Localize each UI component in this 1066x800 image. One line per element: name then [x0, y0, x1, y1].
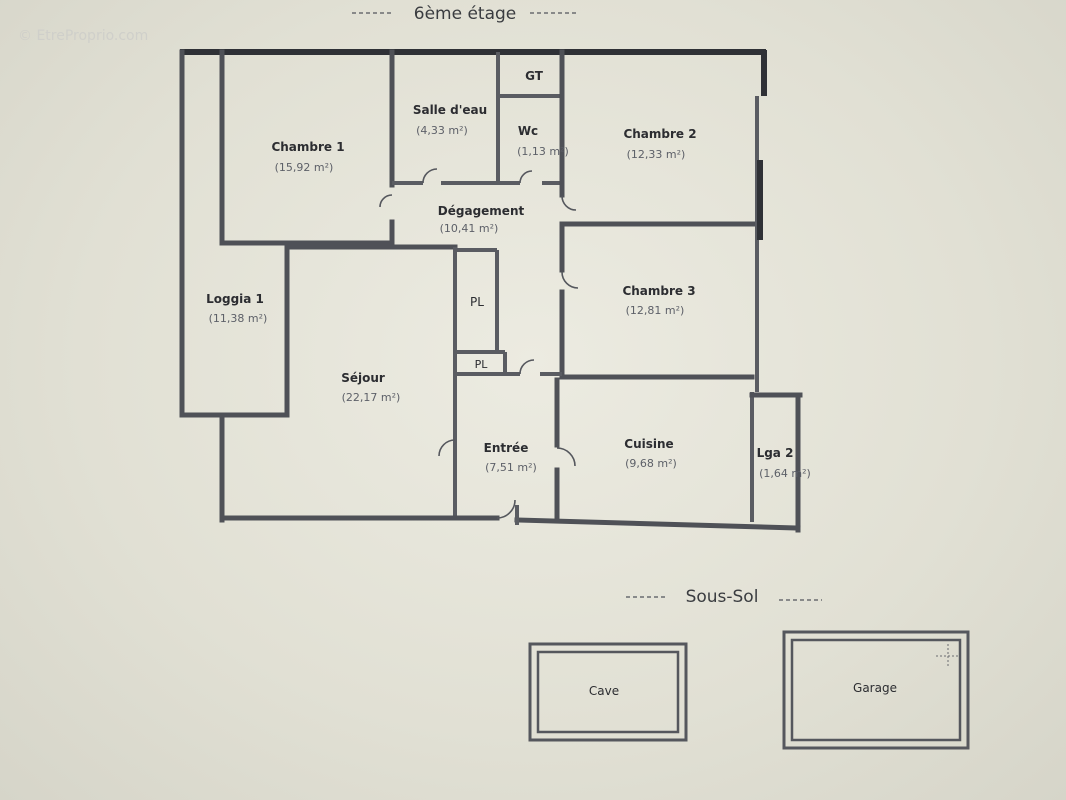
watermark-text: © EtreProprio.com [18, 28, 148, 44]
degagement-name: Dégagement [438, 204, 525, 218]
walls [179, 49, 803, 533]
pl-bottom-name: PL [475, 358, 489, 371]
door-cuisine [556, 447, 576, 467]
chambre2-area: (12,33 m²) [627, 148, 686, 161]
door-chambre2 [561, 195, 577, 211]
cave-name: Cave [589, 684, 619, 698]
garage-outer-wall [782, 630, 970, 750]
loggia1-area: (11,38 m²) [209, 312, 268, 325]
salle-deau-area: (4,33 m²) [416, 124, 468, 137]
chambre3-area: (12,81 m²) [626, 304, 685, 317]
garage-room: Garage [782, 630, 970, 750]
cave-room: Cave [528, 642, 688, 742]
door-pl [519, 359, 535, 375]
doors [379, 168, 579, 519]
room-labels: Chambre 1 (15,92 m²) Salle d'eau (4,33 m… [206, 69, 811, 480]
lga2-area: (1,64 m²) [759, 467, 811, 480]
sejour-area: (22,17 m²) [342, 391, 401, 404]
door-wc [519, 170, 533, 184]
sejour-name: Séjour [341, 371, 385, 385]
door-chambre1 [379, 194, 393, 208]
chambre2-name: Chambre 2 [623, 127, 696, 141]
gt-name: GT [525, 69, 544, 83]
degagement-area: (10,41 m²) [440, 222, 499, 235]
salle-deau-name: Salle d'eau [413, 103, 487, 117]
cuisine-name: Cuisine [624, 437, 673, 451]
loggia1-name: Loggia 1 [206, 292, 264, 306]
wc-area: (1,13 m²) [517, 145, 569, 158]
basement-title: Sous-Sol [686, 587, 759, 607]
entree-area: (7,51 m²) [485, 461, 537, 474]
chambre1-name: Chambre 1 [271, 140, 344, 154]
cave-outer-wall [528, 642, 688, 742]
door-salle-deau [422, 168, 438, 184]
chambre3-name: Chambre 3 [622, 284, 695, 298]
chambre1-area: (15,92 m²) [275, 161, 334, 174]
floor-title: 6ème étage [414, 4, 517, 24]
wc-name: Wc [518, 124, 538, 138]
garage-inner-wall [790, 638, 962, 742]
lga2-name: Lga 2 [757, 446, 794, 460]
door-sejour [438, 439, 456, 457]
door-entree [496, 499, 516, 519]
cave-inner-wall [536, 650, 680, 734]
wall-bottom-right [514, 517, 801, 531]
door-chambre3 [561, 271, 579, 289]
garage-name: Garage [853, 681, 897, 695]
cuisine-area: (9,68 m²) [625, 457, 677, 470]
entree-name: Entrée [484, 441, 529, 455]
pl-top-name: PL [470, 295, 484, 309]
